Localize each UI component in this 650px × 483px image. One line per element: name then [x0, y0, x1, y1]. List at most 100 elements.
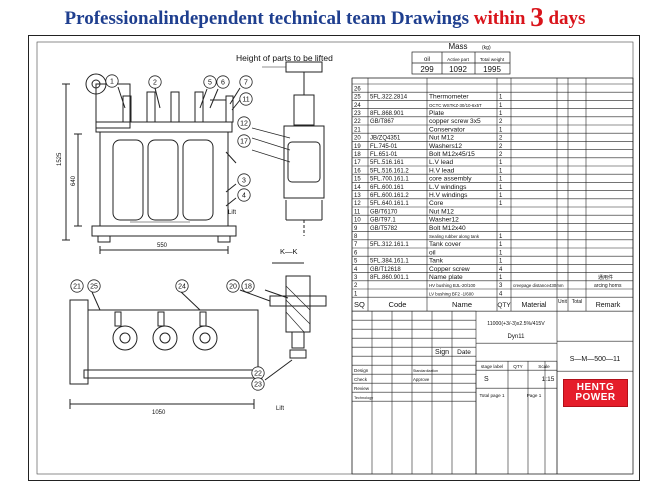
part-name: Bolt M12x45/15 — [429, 151, 475, 158]
part-qty: 1 — [499, 275, 503, 281]
part-sq: 13 — [354, 193, 361, 199]
part-code: 8FL.860.901.1 — [370, 275, 409, 281]
mass-header-active: Active part — [447, 57, 469, 62]
part-sq: 6 — [354, 250, 358, 256]
part-qty: 1 — [499, 185, 503, 191]
callout-top-4: 4 — [242, 193, 246, 200]
part-sq: 3 — [354, 275, 358, 281]
part-name: Copper screw — [429, 266, 470, 273]
part-sq: 18 — [354, 152, 361, 158]
part-code: 5FL.700.161.1 — [370, 177, 409, 183]
callout-top-1: 1 — [110, 79, 114, 86]
part-qty: 3 — [499, 283, 503, 289]
part-name: Nut M12 — [429, 208, 454, 215]
check-label: Check — [354, 377, 368, 382]
part-sq: 24 — [354, 103, 361, 109]
approve-label: Approve — [413, 377, 430, 382]
headline-part-2: within — [473, 8, 531, 29]
header-name: Name — [452, 300, 472, 309]
part-sq: 10 — [354, 218, 361, 224]
logo-line-2: POWER — [575, 392, 616, 403]
part-name: Name plate — [429, 274, 463, 281]
part-name: L.V windings — [429, 184, 467, 191]
part-code: FL.745-01 — [370, 144, 398, 150]
header-code: Code — [389, 300, 407, 309]
header-total: Total — [572, 299, 583, 305]
mass-value-active: 1092 — [449, 65, 467, 74]
callout-bottom-25: 25 — [90, 284, 98, 291]
part-sq: 17 — [354, 160, 361, 166]
transformer-top-view — [69, 290, 263, 409]
callout-circle — [237, 134, 251, 148]
title-block — [351, 310, 634, 475]
part-code: 5FL.516.161 — [370, 160, 404, 166]
callout-top-6: 6 — [221, 80, 225, 87]
part-code: 5FL.312.161.1 — [370, 242, 409, 248]
header-unit: Unit — [558, 299, 568, 305]
callout-bottom-20: 20 — [229, 284, 237, 291]
callout-top-12: 12 — [240, 121, 248, 128]
kk-section-view — [239, 262, 327, 381]
part-qty: 1 — [499, 160, 503, 166]
part-qty: 1 — [499, 193, 503, 199]
kk-section-label: K—K — [280, 247, 298, 256]
dim-1050-label: 1050 — [152, 410, 166, 416]
callout-circle — [87, 279, 101, 293]
stage-value: S — [484, 376, 489, 383]
headline-part-4: days — [543, 8, 586, 29]
part-name: Washer12 — [429, 217, 459, 224]
callout-circle — [239, 92, 253, 106]
part-name: OCTC WSTKZ-30/10-6x5T — [429, 103, 482, 108]
part-name: Plate — [429, 110, 444, 117]
part-name: core assembly — [429, 176, 472, 183]
part-sq: 5 — [354, 259, 358, 265]
part-name: Thermometer — [429, 94, 469, 101]
callout-top-17: 17 — [240, 139, 248, 146]
header-qty: QTY — [497, 302, 511, 309]
mass-value-oil: 299 — [420, 65, 434, 74]
callout-circle — [237, 116, 251, 130]
part-sq: 7 — [354, 242, 358, 248]
part-qty: 1 — [499, 242, 503, 248]
logo-line-1: HENTG — [576, 382, 615, 393]
callout-circle — [239, 75, 253, 89]
callout-circle — [226, 279, 240, 293]
transformer-front-view — [62, 73, 241, 254]
part-qty: 4 — [499, 291, 503, 297]
part-code: 6FL.600.161 — [370, 185, 404, 191]
part-code: 6FL.600.161.2 — [370, 193, 409, 199]
headline: Professionalindependent technical team D… — [0, 2, 650, 32]
callout-top-7: 7 — [244, 80, 248, 87]
part-sq: 25 — [354, 95, 361, 101]
dim-640-label: 640 — [71, 175, 77, 186]
part-name: LV bushing BF2 -1/600 — [429, 291, 474, 296]
lift-height-label: Height of parts to be lifted — [236, 53, 333, 63]
standardization-label: Standardization — [413, 369, 438, 373]
callout-circle — [237, 188, 251, 202]
bushing-detail-view — [251, 61, 325, 236]
part-name: Tank — [429, 258, 444, 265]
page-text: Page 1 — [527, 393, 542, 398]
scale-value: 1:15 — [542, 376, 555, 383]
part-qty: 1 — [499, 259, 503, 265]
callout-top-3: 3 — [242, 178, 246, 185]
date-label: Date — [457, 349, 471, 356]
callout-circle — [216, 75, 230, 89]
callout-top-11: 11 — [242, 97, 249, 104]
lift-label-lower: Lift — [276, 406, 284, 412]
part-qty: 4 — [499, 267, 503, 273]
part-qty: 1 — [499, 111, 503, 117]
total-page-text: Total page 1 — [479, 393, 504, 398]
callout-bottom-22: 22 — [254, 371, 262, 378]
lift-label-upper: Lift — [228, 210, 236, 216]
header-material: Material — [522, 302, 547, 309]
part-sq: 16 — [354, 168, 361, 174]
mass-value-total: 1995 — [483, 65, 501, 74]
part-sq: 2 — [354, 283, 358, 289]
part-qty: 2 — [499, 152, 503, 158]
part-sq: 26 — [354, 86, 361, 92]
part-code: 5FL.384.161.1 — [370, 259, 409, 265]
